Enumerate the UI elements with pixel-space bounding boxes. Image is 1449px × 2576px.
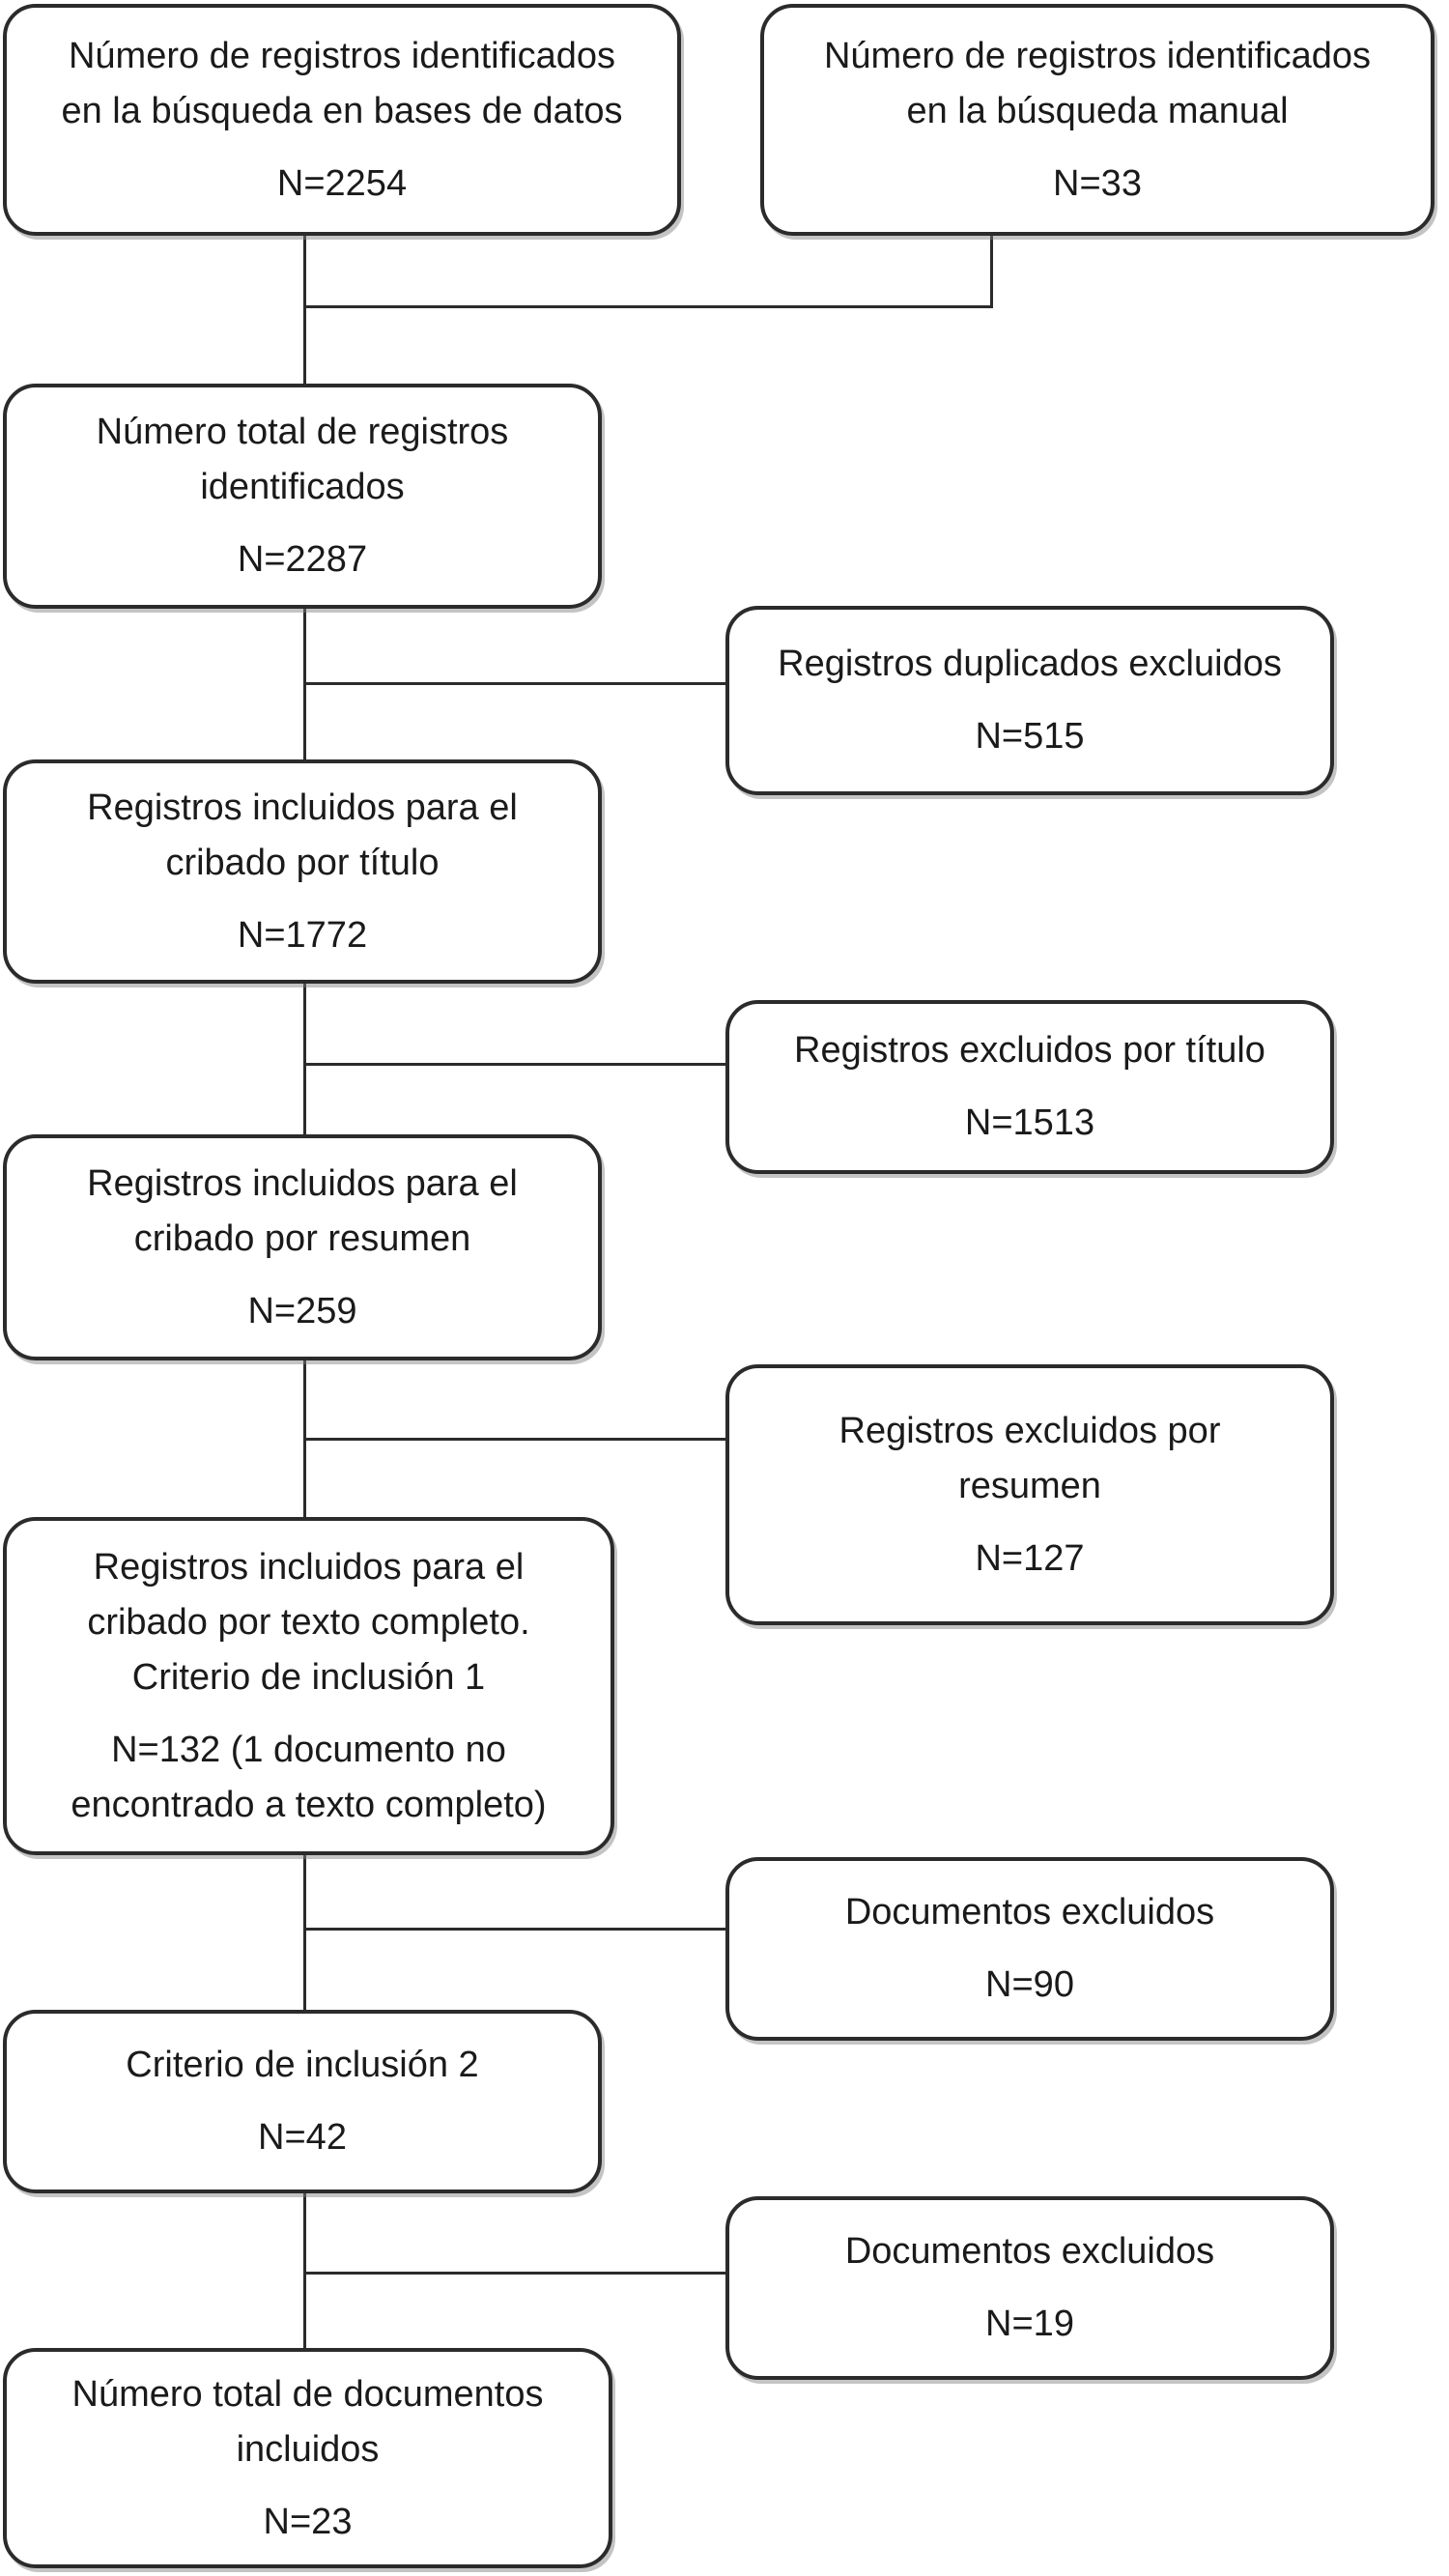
- connector-manual-to-merge: [990, 234, 993, 308]
- box-included-title-screening: Registros incluidos para el cribado por …: [3, 759, 602, 984]
- connector-branch-excluded-doc19: [303, 2272, 728, 2275]
- connector-database-to-total: [303, 234, 306, 386]
- box-identified-database-search: Número de registros identificados en la …: [3, 4, 681, 236]
- box-count: N=259: [247, 1290, 357, 1331]
- box-documents-excluded-criterion1: Documentos excluidos N=90: [725, 1857, 1334, 2041]
- connector-fulltext-to-criterion2: [303, 1853, 306, 2012]
- box-count: N=2287: [237, 539, 368, 580]
- box-label: Registros incluidos para el cribado por …: [87, 1162, 518, 1259]
- connector-branch-excluded-title: [303, 1063, 728, 1066]
- box-included-fulltext-screening: Registros incluidos para el cribado por …: [3, 1517, 614, 1855]
- box-label: Registros duplicados excluidos: [778, 644, 1282, 684]
- box-documents-excluded-criterion2: Documentos excluidos N=19: [725, 2196, 1334, 2380]
- box-label: Número total de registros identificados: [96, 412, 509, 507]
- box-count: N=515: [975, 716, 1085, 757]
- box-excluded-by-abstract: Registros excluidos por resumen N=127: [725, 1364, 1334, 1625]
- box-label: Criterio de inclusión 2: [126, 2045, 479, 2085]
- box-label: Documentos excluidos: [844, 1892, 1215, 1932]
- box-count: N=19: [985, 2304, 1074, 2344]
- box-excluded-by-title: Registros excluidos por título N=1513: [725, 1000, 1334, 1174]
- box-label: Documentos excluidos: [844, 2231, 1215, 2272]
- box-included-abstract-screening: Registros incluidos para el cribado por …: [3, 1134, 602, 1360]
- box-label: Número de registros identificados en la …: [61, 35, 623, 131]
- box-identified-manual-search: Número de registros identificados en la …: [760, 4, 1435, 236]
- box-count: N=90: [985, 1964, 1074, 2005]
- connector-branch-excluded-doc90: [303, 1928, 728, 1931]
- box-count: N=1772: [237, 914, 368, 956]
- box-inclusion-criterion-2: Criterio de inclusión 2 N=42: [3, 2010, 602, 2193]
- box-count: N=33: [1053, 162, 1142, 204]
- box-label: Número de registros identificados en la …: [823, 35, 1372, 131]
- box-label: Registros excluidos por resumen: [838, 1410, 1221, 1506]
- box-total-identified: Número total de registros identificados …: [3, 384, 602, 609]
- box-count: N=127: [975, 1537, 1085, 1579]
- box-label: Registros excluidos por título: [794, 1030, 1265, 1071]
- connector-merge-horizontal: [303, 305, 993, 308]
- connector-title-to-abstract: [303, 982, 306, 1136]
- connector-branch-excluded-abstract: [303, 1438, 728, 1441]
- connector-branch-duplicates: [303, 682, 728, 685]
- box-label: Registros incluidos para el cribado por …: [87, 1546, 530, 1698]
- box-count: N=42: [258, 2117, 347, 2158]
- box-duplicates-excluded: Registros duplicados excluidos N=515: [725, 606, 1334, 795]
- box-count: N=132 (1 documento no encontrado a texto…: [71, 1729, 547, 1825]
- connector-criterion2-to-total-included: [303, 2191, 306, 2350]
- box-label: Número total de documentos incluidos: [71, 2373, 544, 2470]
- box-total-documents-included: Número total de documentos incluidos N=2…: [3, 2348, 612, 2568]
- box-count: N=1513: [964, 1102, 1095, 1143]
- box-count: N=2254: [276, 162, 408, 204]
- box-count: N=23: [263, 2501, 353, 2542]
- box-label: Registros incluidos para el cribado por …: [87, 787, 518, 883]
